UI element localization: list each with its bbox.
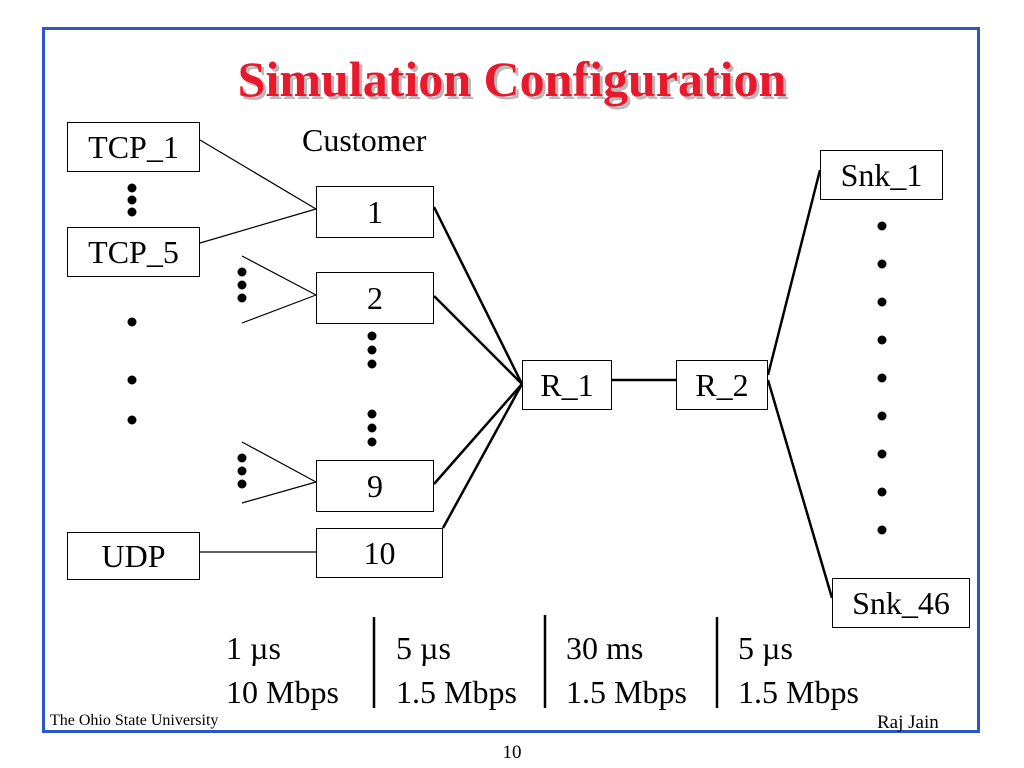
link-bandwidth: 1.5 Mbps [738, 674, 859, 710]
customer-node-1: 1 [316, 186, 434, 238]
ellipsis-dot [877, 487, 887, 497]
ellipsis-dot [367, 437, 377, 447]
wire-customer1-to-r1 [432, 206, 524, 385]
ellipsis-dot [127, 375, 137, 385]
link-delay: 1 µs [226, 630, 281, 666]
router-r1: R_1 [522, 360, 612, 410]
page-number: 10 [502, 742, 522, 763]
ellipsis-dot [237, 466, 247, 476]
ellipsis-dot [877, 411, 887, 421]
customer-node-10: 10 [316, 528, 443, 578]
ellipsis-dot [877, 335, 887, 345]
link-segment-4: 5 µs 1.5 Mbps [738, 626, 859, 714]
ellipsis-dot [127, 317, 137, 327]
ellipsis-dot [237, 479, 247, 489]
wire-tcp5-to-customer1 [199, 208, 317, 244]
link-bandwidth: 10 Mbps [226, 674, 339, 710]
wire-r2-to-snk1 [766, 169, 822, 376]
wire-customer10-to-r1 [441, 383, 524, 529]
ellipsis-dot [237, 280, 247, 290]
link-delay: 30 ms [566, 630, 644, 666]
sink-node-1: Snk_1 [820, 150, 943, 200]
tcp5-node: TCP_5 [67, 227, 200, 277]
wire-fan-customer2-upper [241, 255, 317, 296]
udp-node: UDP [67, 532, 200, 580]
link-delay: 5 µs [738, 630, 793, 666]
wire-r2-to-snk46 [766, 379, 834, 599]
customer-label: Customer [302, 122, 427, 158]
wire-tcp1-to-customer1 [199, 139, 317, 210]
ellipsis-dot [367, 331, 377, 341]
tcp1-node: TCP_1 [67, 122, 200, 172]
wire-customer2-to-r1 [433, 295, 523, 385]
link-delay: 5 µs [396, 630, 451, 666]
ellipsis-dot [877, 373, 887, 383]
ellipsis-dot [877, 525, 887, 535]
router-r2: R_2 [676, 360, 768, 410]
link-bandwidth: 1.5 Mbps [566, 674, 687, 710]
link-segment-1: 1 µs 10 Mbps [226, 626, 339, 714]
wire-fan-customer9-lower [241, 481, 317, 504]
ellipsis-dot [127, 195, 137, 205]
wire-fan-customer2-lower [241, 294, 317, 324]
ellipsis-dot [877, 221, 887, 231]
ellipsis-dot [367, 359, 377, 369]
customer-node-9: 9 [316, 460, 434, 512]
ellipsis-dot [367, 409, 377, 419]
sink-node-46: Snk_46 [832, 578, 970, 628]
ellipsis-dot [877, 297, 887, 307]
customer-node-2: 2 [316, 272, 434, 324]
ellipsis-dot [877, 449, 887, 459]
wire-fan-customer9-upper [241, 441, 317, 483]
link-segment-3: 30 ms 1.5 Mbps [566, 626, 687, 714]
ellipsis-dot [127, 207, 137, 217]
footer-author: Raj Jain [877, 712, 939, 733]
ellipsis-dot [127, 415, 137, 425]
ellipsis-dot [237, 267, 247, 277]
slide-title: Simulation Configuration [237, 51, 787, 107]
ellipsis-dot [877, 259, 887, 269]
link-bandwidth: 1.5 Mbps [396, 674, 517, 710]
ellipsis-dot [237, 453, 247, 463]
link-segment-2: 5 µs 1.5 Mbps [396, 626, 517, 714]
wire-customer9-to-r1 [433, 383, 523, 485]
ellipsis-dot [367, 423, 377, 433]
ellipsis-dot [237, 293, 247, 303]
slide-frame [42, 27, 980, 733]
ellipsis-dot [367, 345, 377, 355]
ellipsis-dot [127, 183, 137, 193]
footer-institution: The Ohio State University [50, 712, 219, 729]
